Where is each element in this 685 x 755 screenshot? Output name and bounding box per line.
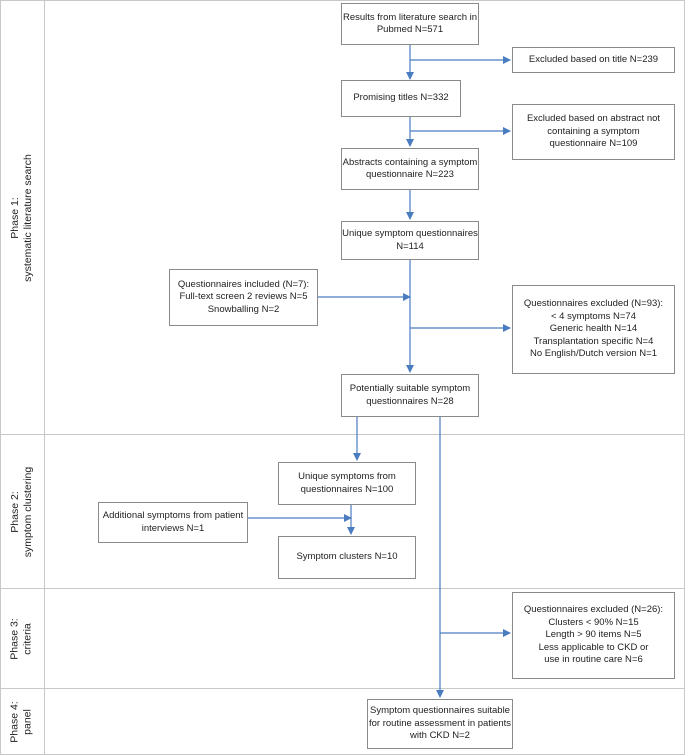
box-promising-titles: Promising titles N=332 [341, 80, 461, 117]
box-questionnaires-included: Questionnaires included (N=7):Full-text … [169, 269, 318, 326]
phase-band-4 [0, 688, 685, 755]
box-symptom-clusters: Symptom clusters N=10 [278, 536, 416, 579]
box-questionnaires-excluded-26: Questionnaires excluded (N=26):Clusters … [512, 592, 675, 679]
phase-column-divider [44, 0, 45, 755]
box-questionnaires-excluded-93: Questionnaires excluded (N=93):< 4 sympt… [512, 285, 675, 374]
box-excluded-title: Excluded based on title N=239 [512, 47, 675, 73]
